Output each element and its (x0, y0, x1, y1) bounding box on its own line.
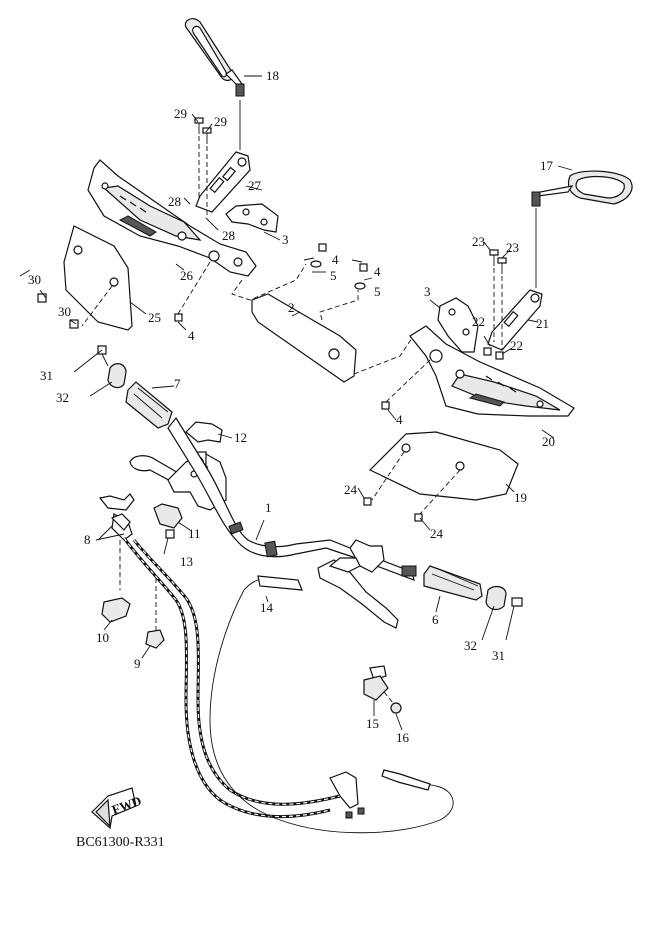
callout-28b: 28 (222, 228, 235, 243)
callout-31-left: 31 (40, 368, 53, 383)
callout-3-left: 3 (282, 232, 289, 247)
callout-20: 20 (542, 434, 555, 449)
throttle-cables[interactable] (98, 493, 365, 819)
callout-5b: 5 (374, 284, 381, 299)
callout-4d: 4 (396, 412, 403, 427)
callout-9: 9 (134, 656, 141, 671)
callout-3-right: 3 (424, 284, 431, 299)
callout-4b: 4 (332, 252, 339, 267)
nut-22b[interactable] (495, 351, 504, 360)
callout-22a: 22 (472, 314, 485, 329)
throttle-grip[interactable] (423, 565, 483, 601)
callout-24a: 24 (344, 482, 358, 497)
left-hand-shield[interactable] (63, 225, 133, 331)
callout-23a: 23 (472, 234, 485, 249)
bolt-4c[interactable] (174, 313, 183, 322)
bolt-4b[interactable] (359, 263, 368, 272)
drawing-code: BC61300-R331 (76, 835, 165, 850)
center-brace[interactable] (251, 293, 357, 383)
right-hand-guard[interactable] (409, 325, 575, 417)
bolt-13[interactable] (163, 529, 175, 555)
callout-15: 15 (366, 716, 379, 731)
fwd-arrow-icon (91, 787, 137, 830)
callout-31-right: 31 (492, 648, 505, 663)
callout-10: 10 (96, 630, 109, 645)
left-clamp[interactable] (225, 203, 279, 233)
bolt-4d[interactable] (381, 401, 390, 410)
bolt-4a[interactable] (318, 243, 327, 252)
callout-2: 2 (288, 300, 295, 315)
callout-1: 1 (265, 500, 272, 515)
callout-5a: 5 (330, 268, 337, 283)
callout-30b: 30 (58, 304, 71, 319)
callout-24b: 24 (430, 526, 444, 541)
left-mirror[interactable] (184, 18, 262, 97)
bolt-24a[interactable] (363, 497, 372, 506)
callout-17: 17 (540, 158, 554, 173)
washer-5b[interactable] (354, 282, 366, 290)
clutch-holder-11[interactable] (153, 503, 183, 529)
bolt-30a[interactable] (37, 293, 47, 303)
callout-27: 27 (248, 178, 262, 193)
callout-13: 13 (180, 554, 193, 569)
callout-21: 21 (536, 316, 549, 331)
right-hand-shield[interactable] (368, 431, 519, 501)
left-grip[interactable] (125, 381, 173, 429)
callout-22b: 22 (510, 338, 523, 353)
bolt-29a[interactable] (194, 117, 204, 134)
bolt-23a[interactable] (489, 249, 499, 266)
nut-22a[interactable] (483, 347, 492, 356)
front-brake-lever-assembly[interactable] (317, 557, 399, 629)
grip-end-32-right[interactable] (485, 585, 507, 611)
callout-12: 12 (234, 430, 247, 445)
callout-14: 14 (260, 600, 274, 615)
cable-holder-8[interactable] (110, 513, 131, 531)
callout-8: 8 (84, 532, 91, 547)
callout-7: 7 (174, 376, 181, 391)
callout-19: 19 (514, 490, 527, 505)
cable-clip-9[interactable] (145, 629, 165, 649)
callout-23b: 23 (506, 240, 519, 255)
callout-6: 6 (432, 612, 439, 627)
grip-end-32-left[interactable] (107, 363, 127, 389)
right-clamp[interactable] (437, 297, 479, 353)
bolt-24b[interactable] (414, 513, 423, 522)
callout-29a: 29 (174, 106, 187, 121)
left-switch-holder[interactable] (185, 421, 223, 443)
left-bracket[interactable] (195, 151, 251, 213)
bolt-23b[interactable] (497, 257, 507, 274)
bolt-31-right[interactable] (505, 597, 523, 641)
left-hand-guard[interactable] (87, 159, 257, 277)
callout-11: 11 (188, 526, 201, 541)
callout-18: 18 (266, 68, 279, 83)
bolt-16[interactable] (390, 702, 402, 714)
bolt-31-left[interactable] (97, 345, 109, 367)
right-mirror[interactable] (531, 170, 633, 207)
clutch-cable[interactable] (209, 575, 454, 834)
callout-4a: 4 (188, 328, 195, 343)
callout-26: 26 (180, 268, 194, 283)
cable-guide-10[interactable] (101, 597, 131, 623)
washer-5a[interactable] (310, 260, 322, 268)
callout-30a: 30 (28, 272, 41, 287)
callout-32-right: 32 (464, 638, 477, 653)
callout-4c: 4 (374, 264, 381, 279)
callout-29b: 29 (214, 114, 227, 129)
bolt-30b[interactable] (69, 319, 79, 329)
callout-28a: 28 (168, 194, 181, 209)
switch-15[interactable] (363, 665, 389, 701)
callout-25: 25 (148, 310, 161, 325)
callout-32-left: 32 (56, 390, 69, 405)
callout-16: 16 (396, 730, 410, 745)
handlebar[interactable] (167, 416, 417, 581)
